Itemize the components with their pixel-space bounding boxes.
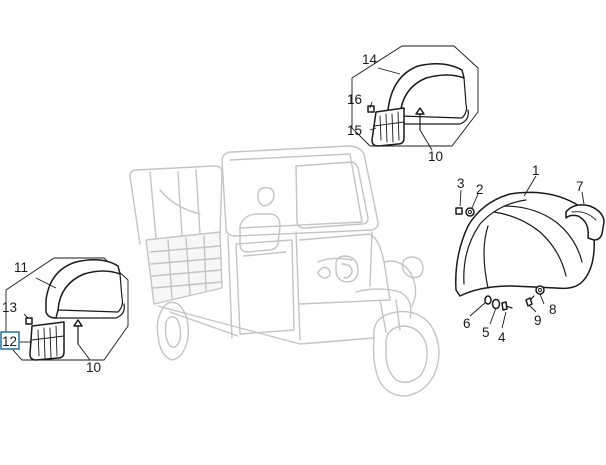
- callout-8[interactable]: 8: [549, 302, 557, 317]
- front-mudguard-group: [455, 175, 605, 329]
- trim-strip-7: [565, 204, 605, 241]
- washer-6: [484, 295, 492, 305]
- reflector-grid-top: [371, 107, 405, 147]
- leader-10-top: [419, 129, 433, 151]
- callout-3[interactable]: 3: [457, 176, 465, 191]
- screw-3: [455, 207, 463, 215]
- leader-2: [471, 193, 479, 209]
- callout-13[interactable]: 13: [2, 300, 17, 315]
- leader-10-left: [77, 343, 91, 361]
- clip-16: [367, 105, 375, 113]
- callout-10-top[interactable]: 10: [428, 149, 443, 164]
- leader-9: [529, 305, 537, 313]
- washer-2: [465, 207, 475, 217]
- leader-15: [369, 127, 377, 131]
- callout-12-highlight: [0, 331, 20, 350]
- callout-5[interactable]: 5: [482, 325, 490, 340]
- front-mudguard: [455, 191, 595, 297]
- callout-7[interactable]: 7: [576, 179, 584, 194]
- rear-mudguard-group-top: [351, 45, 479, 151]
- screw-left: [73, 319, 83, 345]
- callout-12[interactable]: 12: [2, 334, 17, 349]
- leader-3: [459, 189, 462, 207]
- leader-4: [501, 311, 507, 329]
- leader-11: [35, 277, 57, 289]
- screw-top: [415, 107, 425, 131]
- leader-8: [539, 293, 545, 305]
- callout-15[interactable]: 15: [347, 123, 362, 138]
- callout-9[interactable]: 9: [534, 313, 542, 328]
- rear-mudguard-left: [45, 259, 125, 319]
- screw-9: [525, 295, 535, 307]
- vehicle-outline: [129, 145, 440, 397]
- leader-1: [523, 175, 537, 197]
- callout-11[interactable]: 11: [14, 260, 28, 275]
- callout-14[interactable]: 14: [362, 52, 378, 67]
- callout-10-left[interactable]: 10: [86, 360, 101, 375]
- reflector-grid-left: [29, 321, 65, 361]
- callout-6[interactable]: 6: [463, 316, 471, 331]
- washer-8: [535, 285, 545, 295]
- leader-6: [469, 301, 487, 317]
- leader-7: [581, 191, 585, 205]
- leader-5: [489, 307, 497, 325]
- leader-14: [377, 67, 401, 75]
- bolt-4: [501, 301, 513, 311]
- washer-5: [491, 298, 501, 310]
- leader-16: [369, 101, 373, 109]
- callout-labels: 1 2 3 4 5 6 7 8 9 10 10 11 12 13 14 15 1…: [0, 52, 584, 375]
- leader-13: [23, 313, 29, 319]
- clip-13: [25, 317, 33, 325]
- callout-2[interactable]: 2: [476, 182, 484, 197]
- callout-1[interactable]: 1: [532, 163, 540, 178]
- group-frame-top: [351, 45, 479, 147]
- callout-4[interactable]: 4: [498, 330, 506, 345]
- callout-16[interactable]: 16: [347, 92, 362, 107]
